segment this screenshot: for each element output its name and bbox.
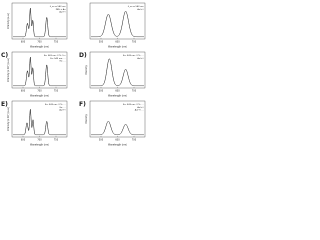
x-tick-label: 500 <box>99 90 104 93</box>
x-tick-label: 700 <box>37 139 42 142</box>
x-tick-label: 750 <box>54 139 59 142</box>
x-tick-label: 750 <box>54 41 59 44</box>
panel-b: Wavelength (nm) 500 600 700 λ_ex = 543 nmAu(… <box>89 2 146 49</box>
panel-label: E) <box>1 101 8 108</box>
panel-label: F) <box>79 101 86 108</box>
y-axis-label: Intensity <box>85 65 88 75</box>
x-tick-label: 600 <box>21 90 26 93</box>
panel-a: Intensity (a.u.) Wavelength (nm) 600 700 750… <box>7 2 68 49</box>
x-tick-label: 500 <box>99 139 104 142</box>
spectrum-line <box>91 58 144 87</box>
legend-entry: Au(+) <box>137 106 143 109</box>
x-tick-label: 700 <box>132 90 137 93</box>
x-tick-label: 600 <box>21 41 26 44</box>
legend-entry: Au(+) ... <box>135 109 144 112</box>
x-tick-label: 500 <box>99 41 104 44</box>
panel-label: C) <box>1 52 8 59</box>
legend-entry: Au(+) <box>137 57 143 60</box>
legend-entry: Au(+) <box>59 11 65 14</box>
legend-entry: Ex: 543 nm, 3 %, ... <box>123 55 144 57</box>
y-axis-label: Intensity (x 10⁴) (a.u.) <box>7 107 10 131</box>
x-tick-label: 700 <box>132 139 137 142</box>
panel-label: D) <box>79 52 87 59</box>
legend-entry: Ex: 543 nm, 3 %, ... <box>45 104 66 106</box>
x-axis-label: Wavelength (nm) <box>108 46 127 49</box>
legend-entry: Au(+) <box>59 109 65 112</box>
spectrum-line <box>91 11 144 38</box>
panel-e: E)Intensity (x 10⁴) (a.u.) Wavelength (nm… <box>1 100 68 147</box>
legend-entry: Ex: 543 nm, ... <box>50 58 66 60</box>
y-axis-label: Intensity (x 10⁴) (a.u.) <box>7 58 10 82</box>
x-axis-label: Wavelength (nm) <box>108 144 127 147</box>
legend-entry: λ_ex = 543 nm <box>128 6 144 8</box>
x-tick-label: 600 <box>115 139 120 142</box>
spectrum-line <box>13 7 66 38</box>
legend-entry: Ex: 543 nm, 3 %, 5 s <box>44 55 66 57</box>
spectrum-line <box>13 56 66 87</box>
y-axis-label: Intensity (a.u.) <box>7 13 10 29</box>
legend-entry: Ex: 543 nm, 3 %, ... <box>123 104 144 106</box>
x-tick-label: 600 <box>115 90 120 93</box>
legend-entry: PBS + Au <box>56 8 66 11</box>
x-axis-label: Wavelength (nm) <box>30 46 49 49</box>
x-tick-label: 600 <box>21 139 26 142</box>
x-axis-label: Wavelength (nm) <box>30 144 49 147</box>
panel-c: C)Intensity (x 10⁴) (a.u.) Wavelength (nm… <box>1 51 68 98</box>
x-tick-label: 700 <box>37 90 42 93</box>
legend-entry: λ_ex = 543 nm <box>50 6 66 8</box>
figure-canvas: Intensity (a.u.) Wavelength (nm) 600 700 750… <box>1 2 146 147</box>
spectrum-line <box>91 121 144 136</box>
x-axis-label: Wavelength (nm) <box>30 95 49 98</box>
legend-entry: Ex: ... <box>60 61 66 63</box>
x-tick-label: 700 <box>132 41 137 44</box>
x-tick-label: 750 <box>54 90 59 93</box>
y-axis-label: Intensity <box>85 114 88 124</box>
spectrum-line <box>13 109 66 136</box>
legend-entry: Au(+) <box>137 8 143 11</box>
x-axis-label: Wavelength (nm) <box>108 95 127 98</box>
legend-entry: Ex: ... <box>60 107 66 109</box>
x-tick-label: 700 <box>37 41 42 44</box>
x-tick-label: 600 <box>115 41 120 44</box>
